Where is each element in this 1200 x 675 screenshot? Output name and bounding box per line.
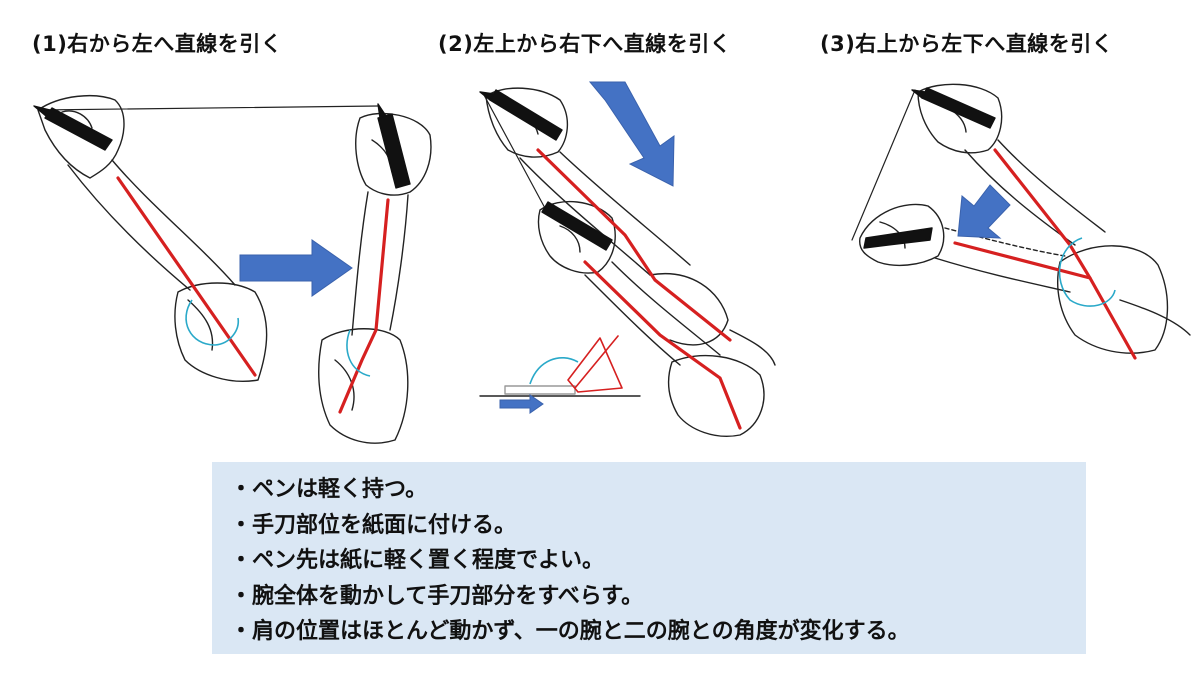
panel-3-drawing — [851, 83, 1191, 354]
angle-arc-2 — [529, 357, 579, 385]
title-topright-to-bottomleft: (3)右上から左下へ直線を引く — [820, 32, 1114, 56]
arm-axis-line-2a — [536, 148, 732, 342]
arm-axis-line-1a — [116, 176, 257, 377]
tip-item: ・ペンは軽く持つ。 — [230, 477, 428, 502]
arrow-small-right-icon — [499, 394, 544, 414]
angle-arc-3 — [1058, 237, 1116, 307]
arrow-down-right-icon — [588, 81, 675, 187]
arm-illustrations — [33, 81, 1191, 444]
panel-2-drawing — [479, 87, 776, 437]
tip-item: ・肩の位置はほとんど動かず、一の腕と二の腕との角度が変化する。 — [230, 619, 910, 644]
title-right-to-left: (1)右から左へ直線を引く — [32, 32, 283, 56]
arm-axis-line-3b — [953, 241, 1092, 280]
tips-box: ・ペンは軽く持つ。 ・手刀部位を紙面に付ける。 ・ペン先は紙に軽く置く程度でよい… — [212, 462, 1086, 654]
tip-item: ・ペン先は紙に軽く置く程度でよい。 — [230, 548, 605, 573]
angle-arc-1b — [346, 329, 371, 377]
title-topleft-to-bottomright: (2)左上から右下へ直線を引く — [438, 32, 732, 56]
arm-axis-line-2b — [583, 260, 742, 430]
arm-axis-line-3a — [993, 148, 1137, 360]
tip-item: ・腕全体を動かして手刀部分をすべらす。 — [230, 583, 644, 609]
arrow-down-left-icon — [957, 184, 1011, 239]
angle-arc-1a — [185, 299, 240, 346]
arrow-right-icon — [239, 239, 353, 297]
panel-1-drawing — [37, 95, 432, 444]
tip-item: ・手刀部位を紙面に付ける。 — [230, 512, 517, 538]
arm-axis-line-1b — [338, 198, 390, 414]
